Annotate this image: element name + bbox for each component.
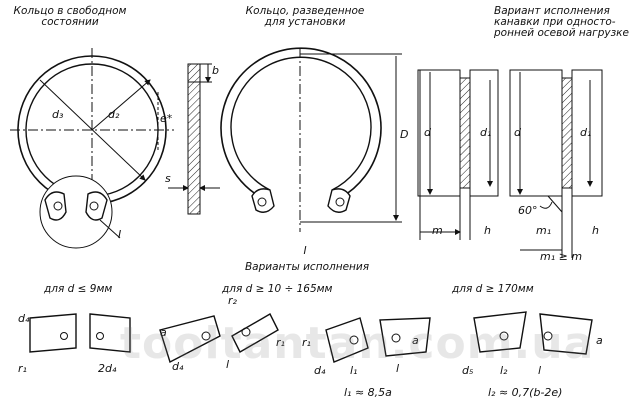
- dim-d-b: d: [514, 126, 521, 139]
- groove-view-b: [509, 69, 603, 258]
- range-large: для d ≥ 170мм: [452, 283, 534, 295]
- dim-d4-a: d₄: [18, 312, 30, 325]
- title-free-ring-line1: Кольцо в свободном: [13, 5, 127, 17]
- section-marker: I: [240, 246, 370, 257]
- callout-numeral: I: [118, 228, 122, 241]
- dim-r1-c: r₁: [302, 336, 311, 349]
- title-free-ring-line2: состоянии: [41, 16, 99, 28]
- dim-r2: r₂: [228, 294, 237, 307]
- title-free-ring: Кольцо в свободном состоянии: [10, 6, 130, 28]
- dim-h-b: h: [592, 224, 599, 237]
- dim-a-d: a: [596, 334, 603, 347]
- dim-l-c: l: [396, 362, 400, 375]
- dim-a-c: a: [412, 334, 419, 347]
- dim-s: s: [165, 172, 171, 185]
- dim-l-d: l: [538, 364, 542, 377]
- title-spread-ring-line2: для установки: [264, 16, 346, 28]
- range-medium: для d ≥ 10 ÷ 165мм: [222, 283, 333, 295]
- dim-r1-a: r₁: [18, 362, 27, 375]
- groove-view-a: [417, 69, 499, 240]
- dim-l1: l₁: [350, 364, 358, 377]
- dim-d3: d₃: [52, 108, 64, 121]
- ring-side-view: [157, 63, 220, 215]
- variant-details: [29, 311, 593, 364]
- section-marker-text: I: [303, 245, 307, 257]
- range-small: для d ≤ 9мм: [44, 283, 113, 295]
- title-execution-variants-text: Варианты исполнения: [244, 261, 370, 273]
- free-ring-view: [10, 48, 174, 249]
- dim-d2: d₂: [108, 108, 120, 121]
- dim-d4-b: d₄: [172, 360, 184, 373]
- dim-d1-a: d₁: [480, 126, 492, 139]
- dim-h-a: h: [484, 224, 491, 237]
- dim-d-a: d: [424, 126, 431, 139]
- dim-d1-b: d₁: [580, 126, 592, 139]
- dim-d4-c: d₄: [314, 364, 326, 377]
- dim-l-b: l: [226, 358, 230, 371]
- dim-2d4: 2d₄: [98, 362, 117, 375]
- rule-l1: l₁ ≈ 8,5a: [344, 386, 392, 399]
- dim-e: e*: [160, 112, 173, 125]
- rule-m1: m₁ ≥ m: [540, 250, 583, 263]
- rule-l2: l₂ ≈ 0,7(b-2e): [488, 386, 563, 399]
- dim-D: D: [400, 128, 409, 141]
- title-spread-ring: Кольцо, разведенное для установки: [240, 6, 370, 28]
- title-groove-line2: канавки при односто-: [494, 16, 616, 28]
- dim-r1-b: r₁: [276, 336, 285, 349]
- title-groove-variant: Вариант исполнения канавки при односто- …: [494, 6, 629, 39]
- title-spread-ring-line1: Кольцо, разведенное: [245, 5, 365, 17]
- dim-b: b: [212, 64, 219, 77]
- dim-m1: m₁: [536, 224, 552, 237]
- dim-angle: 60°: [518, 204, 538, 217]
- dim-l2: l₂: [500, 364, 508, 377]
- title-groove-line3: ронней осевой нагрузке: [494, 27, 629, 39]
- spread-ring-view: [220, 47, 402, 232]
- title-groove-line1: Вариант исполнения: [494, 5, 610, 17]
- title-execution-variants: Варианты исполнения: [222, 262, 392, 273]
- dim-m: m: [432, 224, 443, 237]
- dim-d5: d₅: [462, 364, 474, 377]
- dim-a-b: a: [160, 326, 167, 339]
